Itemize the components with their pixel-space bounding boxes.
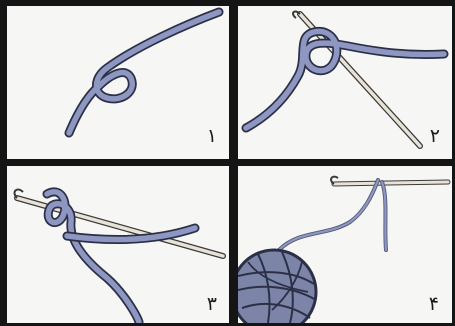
crochet-hook-icon <box>331 177 448 184</box>
yarn-icon <box>246 31 444 128</box>
yarn-icon <box>47 192 195 322</box>
step-number-2: ۲ <box>430 127 440 146</box>
step-number-4: ۴ <box>429 295 439 314</box>
yarn-ball-icon <box>238 250 316 323</box>
step-3-panel: ۳ <box>7 166 229 323</box>
step-number-3: ۳ <box>207 295 217 314</box>
step-2-panel: ۲ <box>238 6 452 159</box>
loop-on-hook-illustration <box>238 6 452 159</box>
step-number-1: ۱ <box>207 127 217 146</box>
yarn-icon <box>69 12 219 133</box>
step-1-panel: ۱ <box>7 6 229 159</box>
yarn-over-hook-illustration <box>7 166 229 323</box>
crochet-hook-icon <box>15 190 223 256</box>
step-4-panel: ۴ <box>238 166 452 323</box>
slip-loop-illustration <box>7 6 229 159</box>
hook-with-yarn-ball-illustration <box>238 166 452 323</box>
